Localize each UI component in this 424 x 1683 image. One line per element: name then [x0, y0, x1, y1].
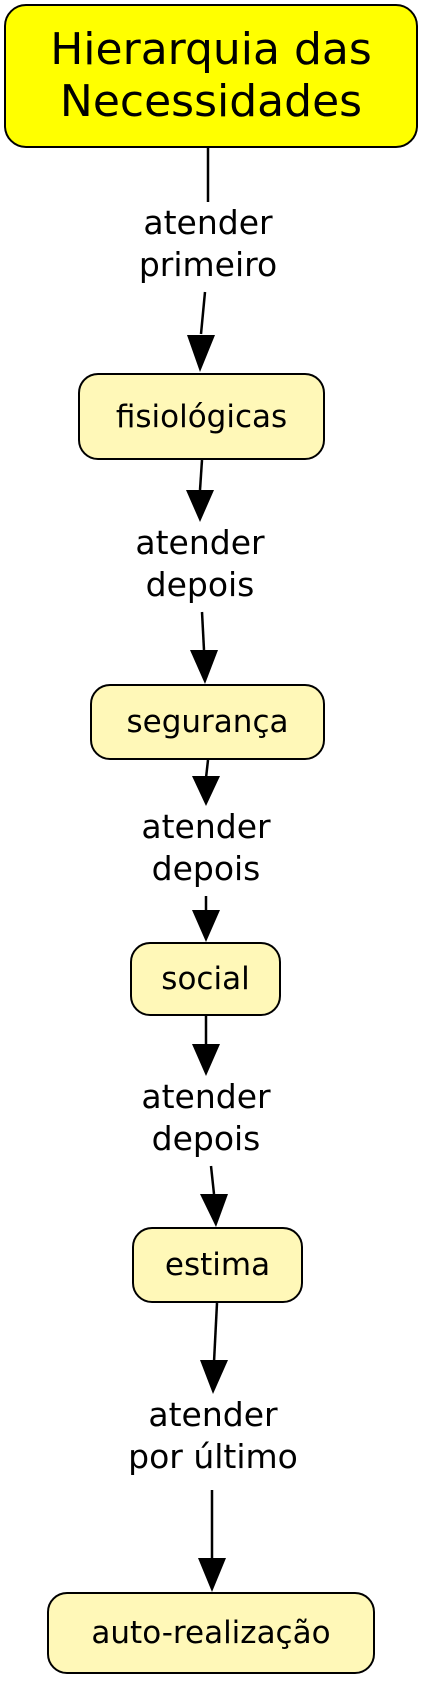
arrowhead-label3 — [192, 776, 220, 806]
node-fisiologicas-label: fisiológicas — [115, 398, 288, 435]
root-title-line1: Hierarquia das — [50, 24, 372, 75]
node-auto-realizacao: auto-realização — [47, 1592, 375, 1674]
link-label-1: atender primeiro — [120, 202, 296, 286]
node-fisiologicas: fisiológicas — [78, 373, 325, 460]
arrowhead-autorealizacao — [198, 1558, 226, 1592]
arrow-to-fisiologicas — [199, 291, 207, 335]
link-label-4-line2: depois — [151, 1119, 261, 1158]
link-label-1-line1: atender — [143, 203, 273, 242]
node-estima: estima — [132, 1227, 303, 1303]
link-label-3-line1: atender — [141, 807, 271, 846]
root-title-line2: Necessidades — [59, 76, 363, 127]
node-seguranca-label: segurança — [126, 704, 289, 740]
arrowhead-seguranca — [190, 650, 218, 684]
node-estima-label: estima — [164, 1247, 271, 1283]
link-label-3: atender depois — [126, 806, 286, 890]
node-auto-realizacao-label: auto-realização — [91, 1615, 331, 1651]
link-label-3-line2: depois — [151, 849, 261, 888]
arrowhead-estima — [200, 1194, 228, 1227]
link-label-5-line1: atender — [148, 1395, 278, 1434]
link-label-5: atender por último — [110, 1394, 316, 1478]
arrowhead-label2 — [186, 490, 214, 522]
node-seguranca: segurança — [90, 684, 325, 760]
link-label-2-line2: depois — [145, 565, 255, 604]
link-label-2-line1: atender — [135, 523, 265, 562]
link-label-1-line2: primeiro — [138, 245, 278, 284]
arrowhead-label5 — [200, 1360, 228, 1394]
arrowhead-label4 — [192, 1044, 220, 1076]
link-label-5-line2: por último — [128, 1437, 298, 1476]
node-social-label: social — [161, 961, 250, 997]
arrowhead-social — [192, 910, 220, 942]
link-label-2: atender depois — [120, 522, 280, 606]
root-concept-hierarquia: Hierarquia das Necessidades — [4, 4, 418, 148]
link-label-4-line1: atender — [141, 1077, 271, 1116]
arrowhead-fisiologicas — [187, 335, 215, 372]
link-label-4: atender depois — [126, 1076, 286, 1160]
node-social: social — [130, 942, 281, 1016]
